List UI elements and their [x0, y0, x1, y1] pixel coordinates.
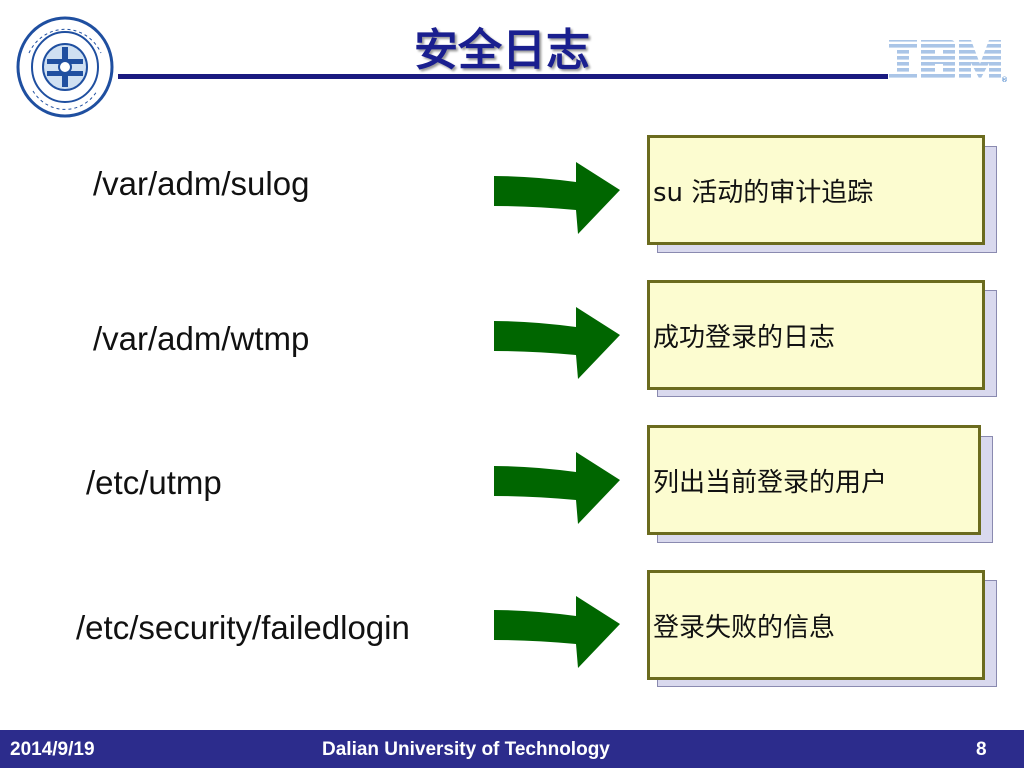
description-box-3: 列出当前登录的用户: [647, 425, 981, 535]
university-seal-icon: [16, 16, 114, 118]
right-arrow-icon: [494, 307, 620, 379]
right-arrow-icon: [494, 452, 620, 524]
description-failedlogin: 登录失败的信息: [653, 612, 836, 643]
arrow-row-4: [492, 594, 622, 670]
arrow-row-3: [492, 450, 622, 526]
arrow-row-1: [492, 160, 622, 236]
right-arrow-icon: [494, 162, 620, 234]
log-path-wtmp: /var/adm/wtmp: [93, 320, 310, 357]
ibm-logo-icon: ®: [889, 40, 1008, 84]
description-utmp: 列出当前登录的用户: [653, 467, 888, 498]
title-underline: [118, 74, 888, 79]
svg-text:®: ®: [1001, 76, 1007, 84]
log-path-failedlogin: /etc/security/failedlogin: [76, 609, 410, 646]
footer-university: Dalian University of Technology: [322, 739, 610, 760]
right-arrow-icon: [494, 596, 620, 668]
description-box-4: 登录失败的信息: [647, 570, 985, 680]
university-seal-logo: [15, 15, 115, 119]
description-box-2: 成功登录的日志: [647, 280, 985, 390]
description-sulog: su 活动的审计追踪: [653, 177, 874, 208]
footer-date: 2014/9/19: [10, 739, 95, 760]
log-path-utmp: /etc/utmp: [86, 464, 222, 501]
footer-page-number: 8: [976, 739, 987, 760]
slide-title: 安全日志: [414, 25, 590, 76]
arrow-row-2: [492, 305, 622, 381]
description-box-1: su 活动的审计追踪: [647, 135, 985, 245]
ibm-logo: ®: [887, 38, 1008, 84]
footer-bar: 2014/9/19 Dalian University of Technolog…: [0, 730, 1024, 768]
log-path-sulog: /var/adm/sulog: [93, 165, 310, 202]
description-wtmp: 成功登录的日志: [653, 322, 836, 353]
